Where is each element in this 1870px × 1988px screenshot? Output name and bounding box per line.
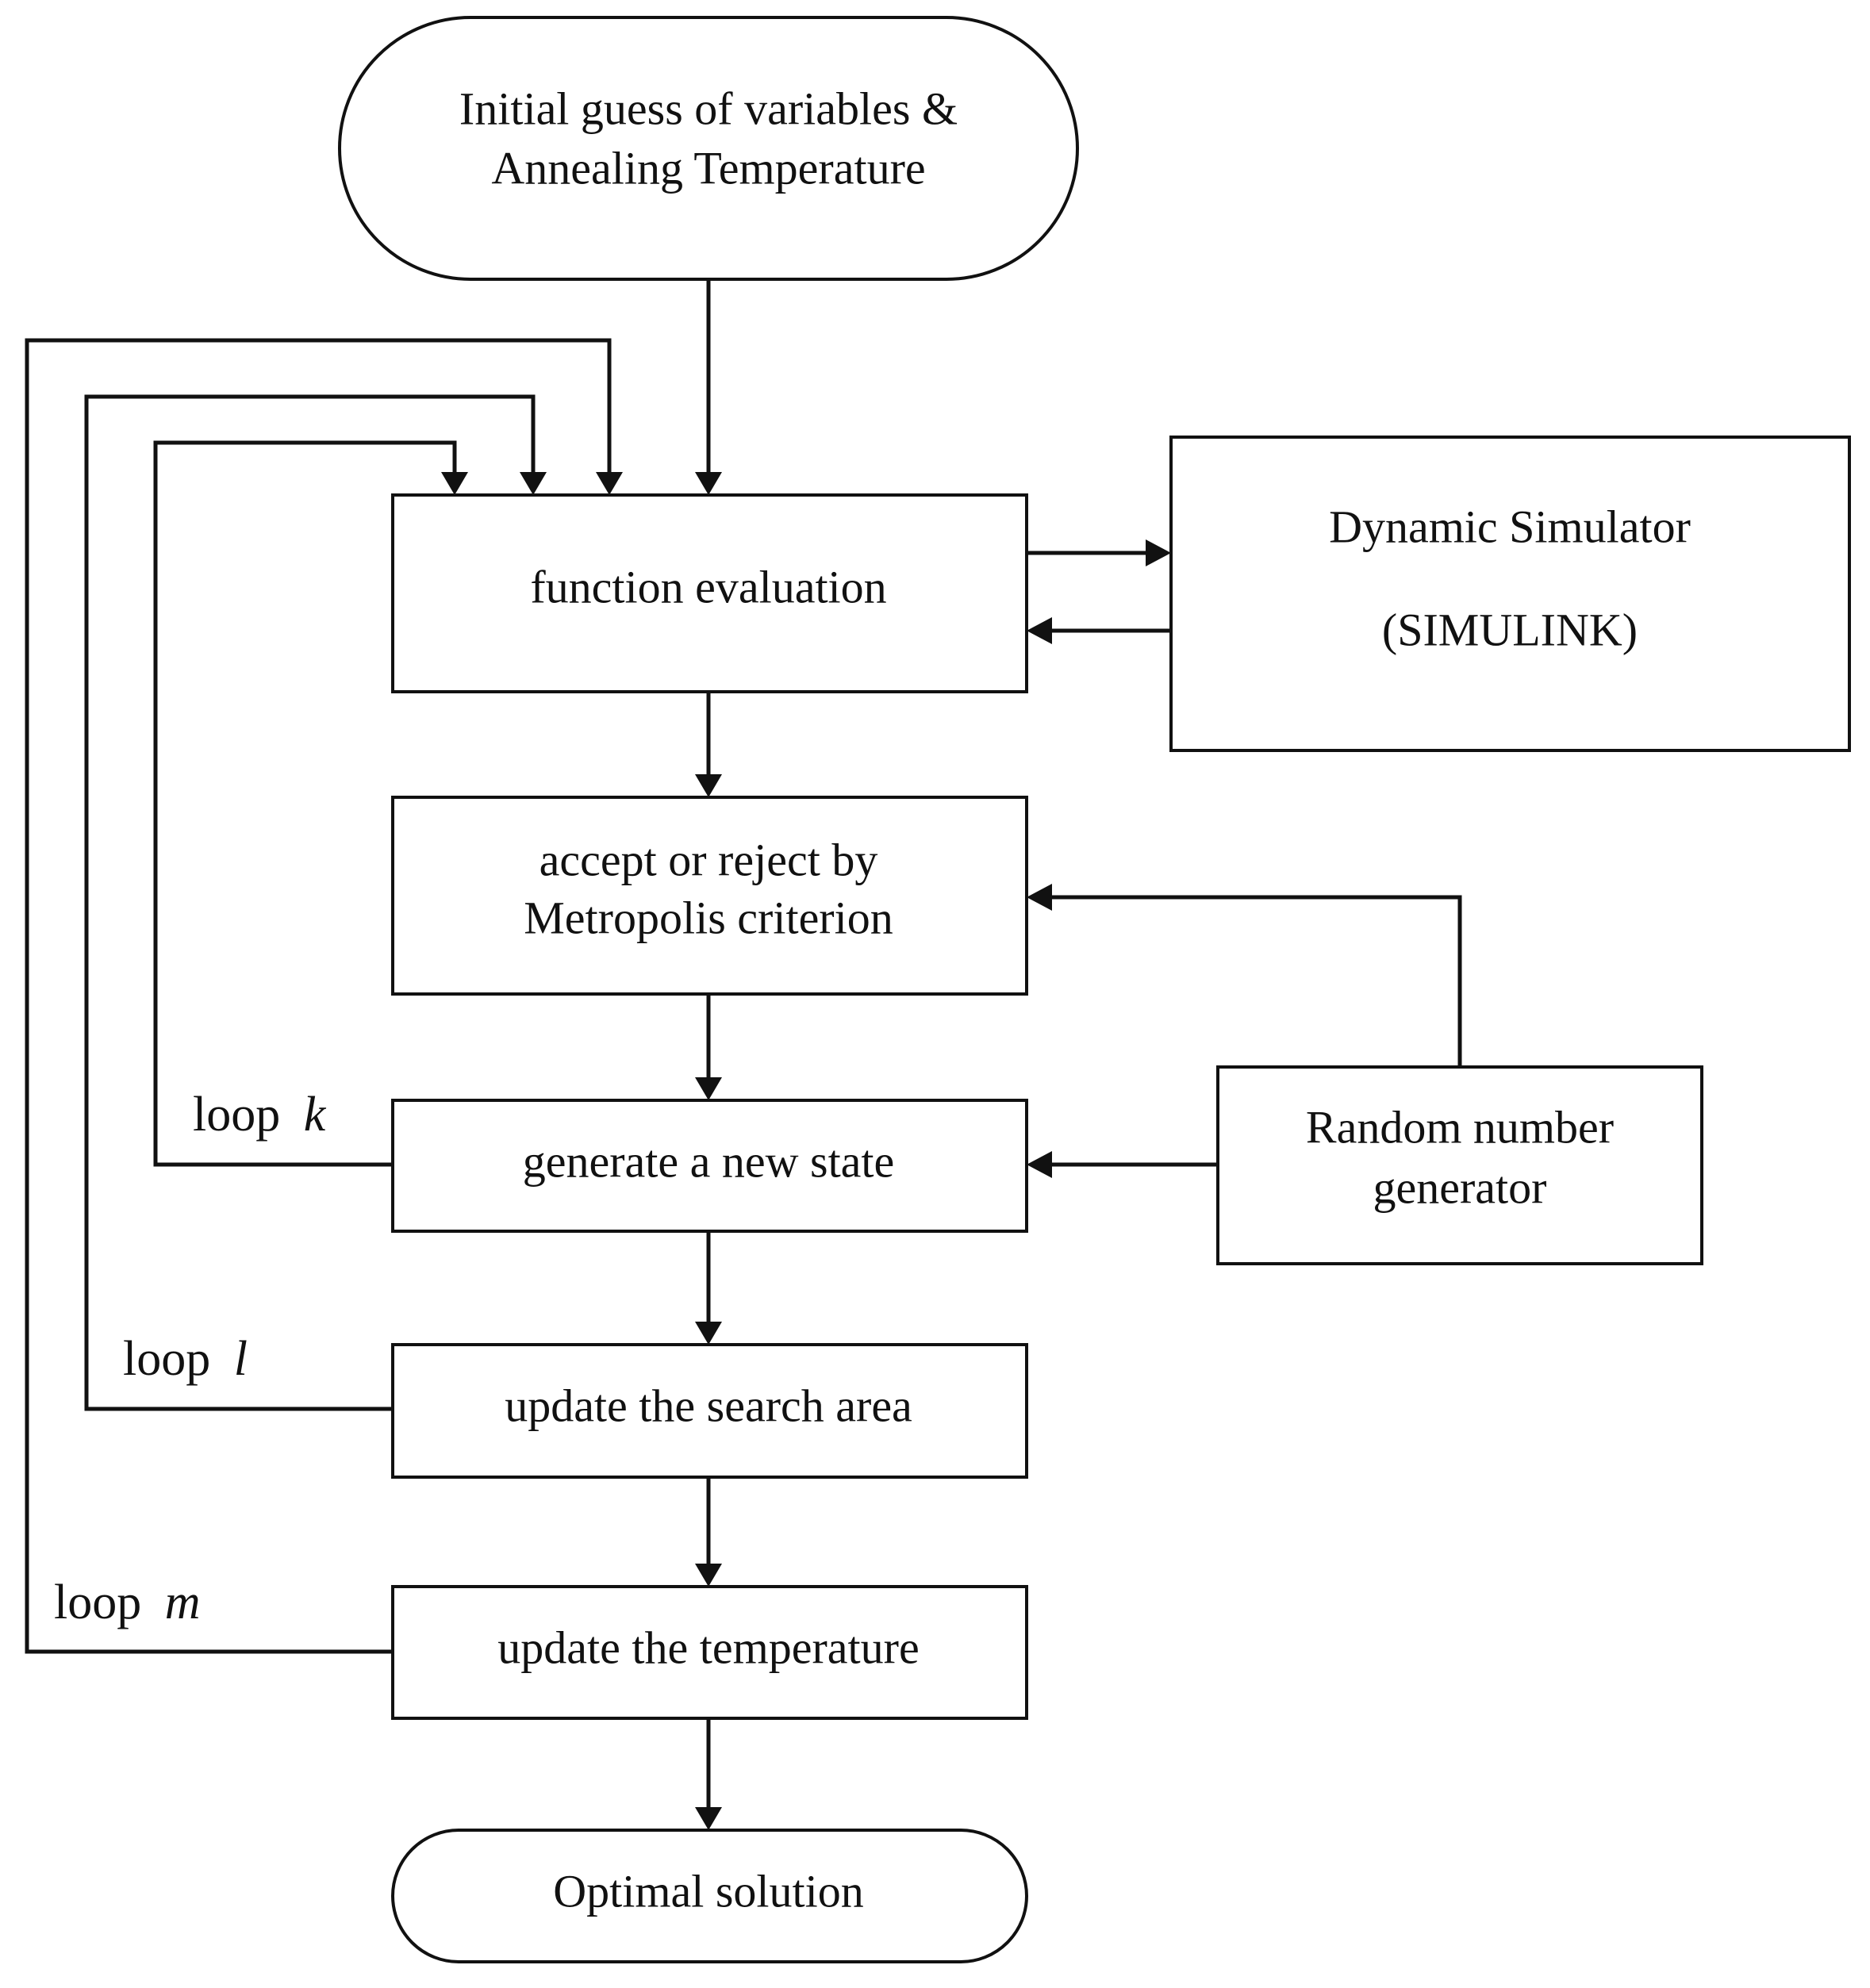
arrowhead — [695, 1077, 722, 1100]
arrowhead — [695, 472, 722, 495]
start-terminal: Initial guess of variables & Annealing T… — [338, 16, 1079, 281]
random-generator-box: Random number generator — [1216, 1065, 1703, 1265]
edge-random-to-metropolis — [1052, 895, 1462, 1067]
update-temperature-text: update the temperature — [497, 1621, 919, 1673]
start-text-line-1: Initial guess of variables & — [459, 83, 958, 134]
arrowhead — [695, 1322, 722, 1345]
metropolis-text-line-1: accept or reject by — [539, 834, 878, 885]
loop-k-var: k — [304, 1088, 327, 1142]
loop-l-word: loop — [123, 1332, 210, 1386]
arrowhead — [1027, 617, 1052, 644]
loop-l-label: loop l — [123, 1332, 248, 1386]
generate-state-box: generate a new state — [391, 1099, 1028, 1233]
arrowhead — [695, 774, 722, 797]
connectors — [25, 279, 1462, 1830]
function-evaluation-box: function evaluation — [391, 493, 1028, 693]
loop-m-edge — [25, 338, 612, 1654]
function-evaluation-text: function evaluation — [530, 561, 886, 612]
random-generator-text-line-1: Random number — [1306, 1101, 1614, 1153]
arrowhead — [1027, 1151, 1052, 1178]
arrowhead — [1027, 884, 1052, 911]
generate-state-text: generate a new state — [523, 1135, 895, 1187]
loop-l-var: l — [234, 1332, 248, 1386]
dynamic-simulator-box: Dynamic Simulator (SIMULINK) — [1169, 436, 1851, 752]
start-text-line-2: Annealing Temperature — [491, 142, 925, 194]
loop-l-edge — [84, 394, 536, 1411]
simulator-text-line-2: (SIMULINK) — [1382, 604, 1638, 655]
arrowhead — [441, 472, 468, 495]
metropolis-box: accept or reject by Metropolis criterion — [391, 796, 1028, 996]
update-search-box: update the search area — [391, 1343, 1028, 1479]
arrowhead — [520, 472, 547, 495]
update-temperature-box: update the temperature — [391, 1585, 1028, 1720]
arrowhead — [695, 1807, 722, 1830]
arrowhead — [1146, 539, 1171, 566]
update-search-text: update the search area — [505, 1380, 912, 1431]
end-terminal: Optimal solution — [391, 1829, 1028, 1963]
simulator-text-line-1: Dynamic Simulator — [1329, 501, 1691, 552]
loop-k-label: loop k — [193, 1088, 327, 1142]
loop-m-label: loop m — [54, 1575, 201, 1629]
metropolis-text-line-2: Metropolis criterion — [524, 892, 893, 943]
loop-m-word: loop — [54, 1575, 141, 1629]
random-generator-text-line-2: generator — [1373, 1161, 1547, 1213]
loop-m-var: m — [165, 1575, 201, 1629]
loop-k-word: loop — [193, 1088, 280, 1142]
arrowhead — [596, 472, 623, 495]
arrowhead — [695, 1564, 722, 1587]
end-text: Optimal solution — [553, 1865, 864, 1917]
loop-k-edge — [153, 440, 457, 1167]
